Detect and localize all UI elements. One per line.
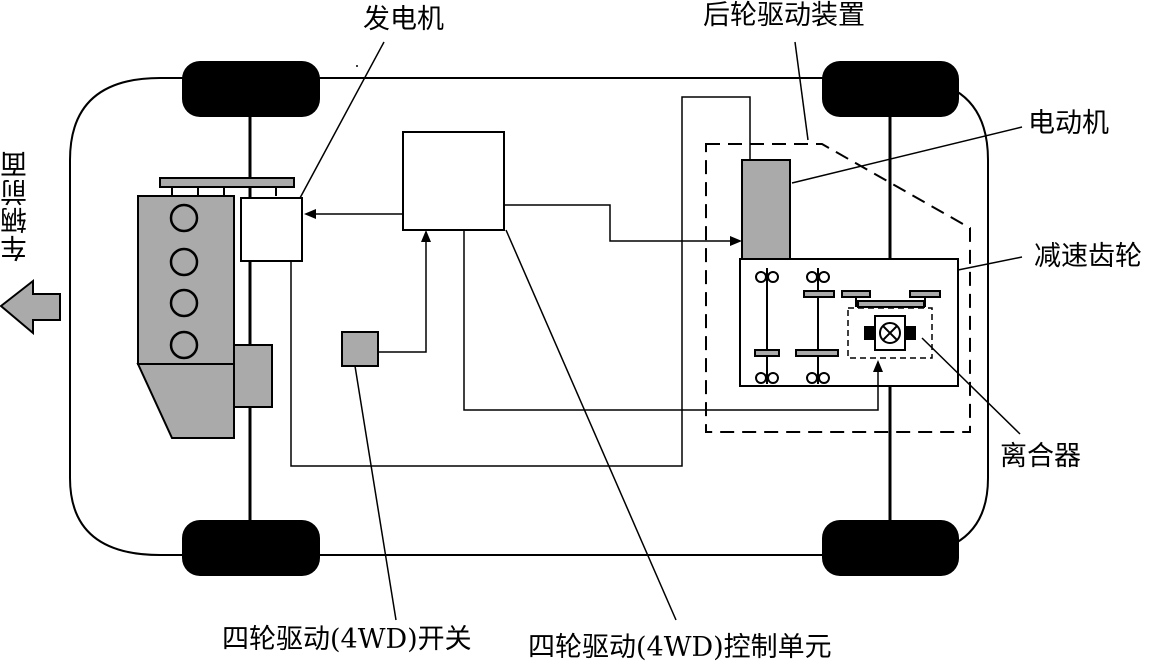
reduction-gear-label: 减速齿轮: [1034, 241, 1142, 272]
rear-drive-unit-label: 后轮驱动装置: [703, 0, 865, 31]
rear-right-wheel: [822, 520, 959, 576]
front-right-wheel: [182, 520, 320, 576]
fwd-control-unit-box: [402, 131, 505, 231]
gear-internals: [754, 268, 941, 384]
motor-box: [741, 159, 791, 260]
vehicle-front-arrow-icon: [0, 278, 61, 336]
fwd-switch-box: [341, 331, 379, 367]
fwd-control-unit-label: 四轮驱动(4WD)控制单元: [528, 632, 832, 663]
arrowheads: [304, 209, 883, 372]
clutch-label: 离合器: [1000, 441, 1081, 472]
engine: [136, 177, 295, 439]
clutch: [847, 307, 933, 359]
motor-label: 电动机: [1028, 108, 1109, 139]
rear-drive-unit-outline: [705, 143, 971, 433]
front-left-wheel: [182, 61, 320, 117]
reduction-gear-housing: [739, 258, 959, 387]
speck-mark: [356, 65, 358, 67]
generator-label: 发电机: [363, 4, 444, 35]
wiring: [290, 96, 879, 467]
vehicle-front-label: 车辆前面: [1, 150, 32, 262]
leader-lines: [299, 41, 1023, 621]
generator-box: [240, 197, 303, 262]
rear-left-wheel: [822, 61, 959, 117]
fwd-switch-label: 四轮驱动(4WD)开关: [222, 624, 472, 655]
